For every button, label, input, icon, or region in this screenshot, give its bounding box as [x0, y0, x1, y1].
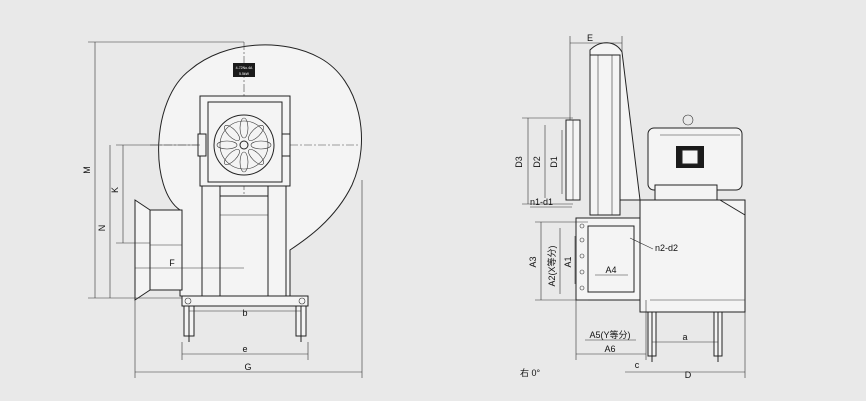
dim-G: G	[244, 362, 251, 372]
right-leg	[267, 185, 287, 297]
dim-F: F	[169, 258, 175, 268]
label-n1-d1: n1-d1	[530, 197, 553, 207]
left-front-view: 4-72No.4A 5.5kW M K N	[82, 41, 363, 378]
nameplate-line1: 4-72No.4A	[236, 66, 253, 70]
dim-A3: A3	[528, 256, 538, 267]
base-plate	[181, 295, 309, 307]
dim-c: c	[635, 360, 640, 370]
left-leg	[201, 185, 221, 297]
dim-e: e	[242, 344, 247, 354]
nameplate-line2: 5.5kW	[239, 72, 250, 76]
dim-D3: D3	[514, 156, 524, 168]
outlet-duct	[134, 199, 151, 301]
pedestal-frame	[639, 199, 746, 313]
dim-A1: A1	[563, 256, 573, 267]
dim-N: N	[97, 225, 107, 232]
pulley-spokes	[216, 117, 272, 173]
rotation-label: 右 0°	[520, 367, 541, 378]
dim-A5: A5(Y等分)	[589, 329, 630, 340]
outlet-flange	[149, 209, 183, 291]
dim-K: K	[110, 187, 120, 193]
dim-A2: A2(X等分)	[546, 245, 557, 286]
dim-b: b	[242, 308, 247, 318]
right-anchor-bolts	[647, 311, 723, 362]
dim-D: D	[685, 370, 692, 380]
dim-D1: D1	[549, 156, 559, 168]
dim-a: a	[682, 332, 687, 342]
dim-D2: D2	[532, 156, 542, 168]
dim-M: M	[82, 166, 92, 174]
dim-A6: A6	[604, 344, 615, 354]
dim-E: E	[587, 33, 593, 43]
dim-A4: A4	[605, 265, 616, 275]
nameplate	[233, 63, 255, 77]
label-n2-d2: n2-d2	[655, 243, 678, 253]
right-side-view: E D3 D2 D1 n1-d1 n2-d2 A3 A2(X等分) A1 A4	[514, 33, 746, 380]
anchor-bolts	[183, 305, 307, 342]
